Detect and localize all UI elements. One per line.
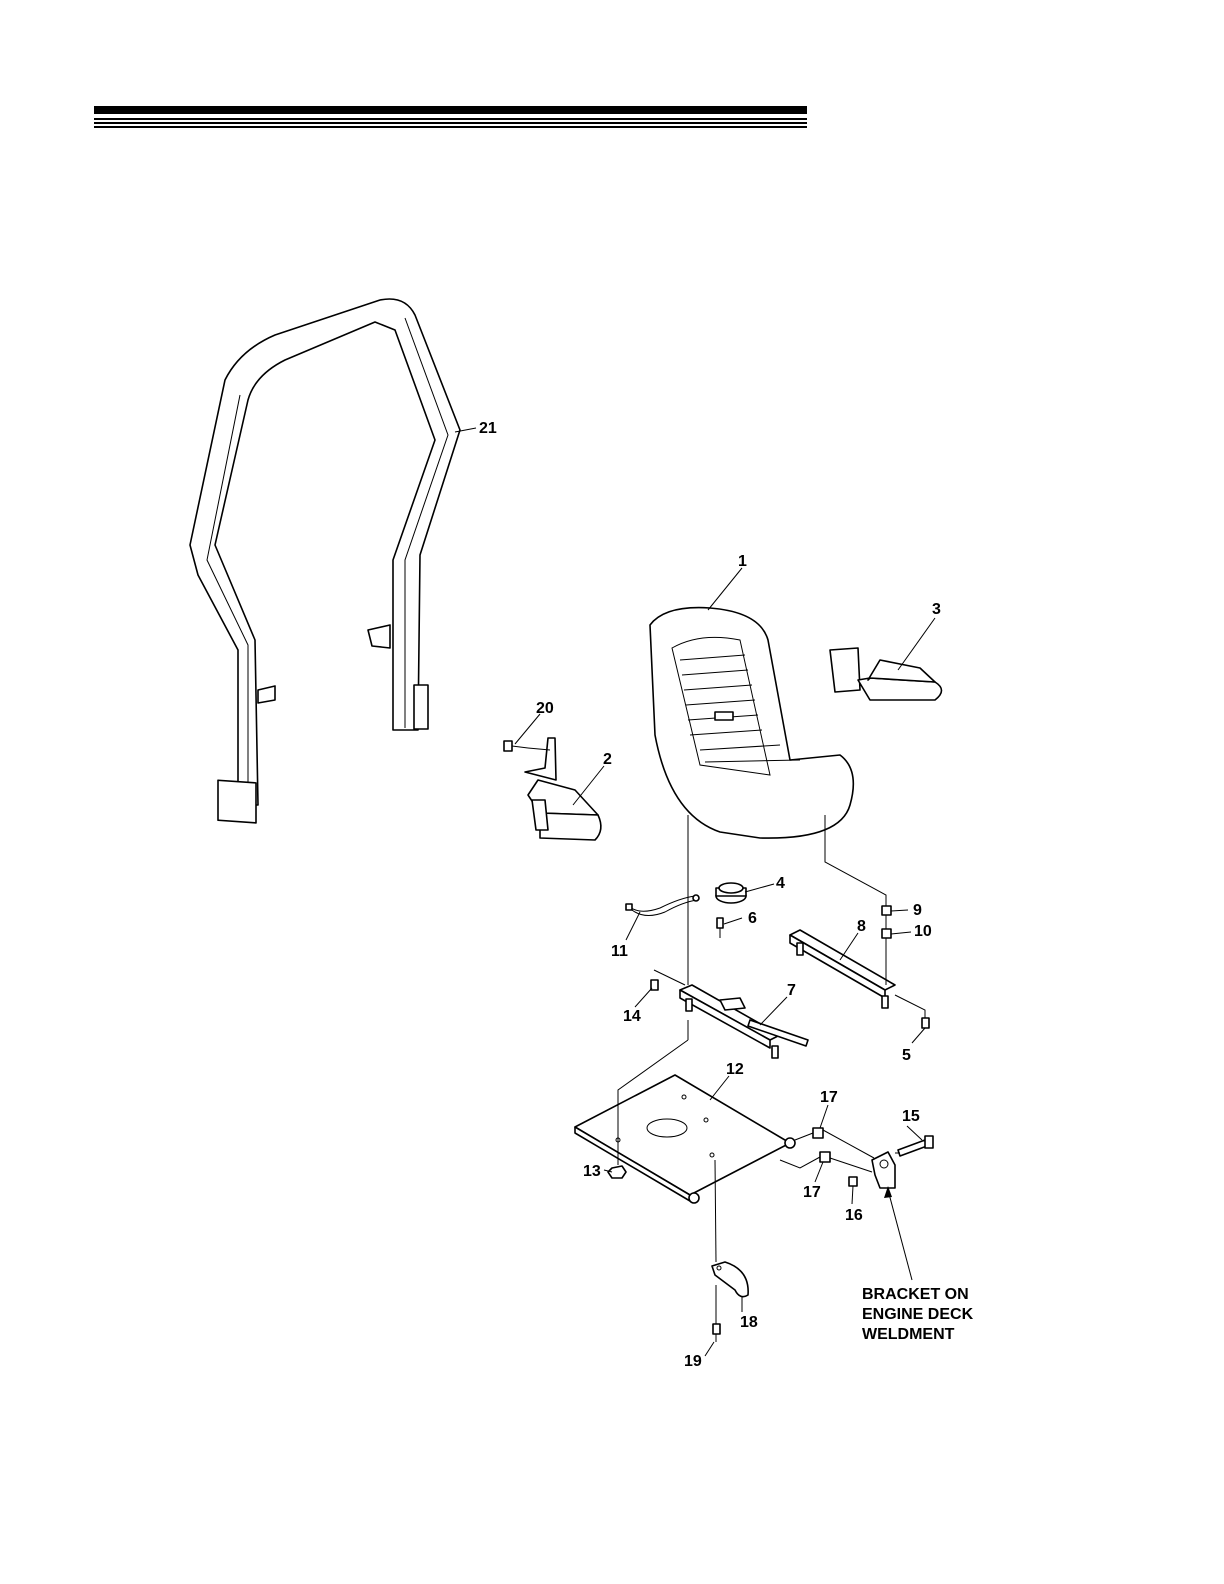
callout-16: 16 <box>845 1207 863 1224</box>
callout-15: 15 <box>902 1108 920 1125</box>
armrest-left <box>525 738 601 840</box>
bushing-17-lower <box>820 1152 830 1162</box>
callout-11: 11 <box>611 943 628 960</box>
bracket-note: BRACKET ON ENGINE DECK WELDMENT <box>862 1286 974 1343</box>
seat-switch <box>716 883 746 903</box>
note-line-3: WELDMENT <box>862 1326 955 1343</box>
callout-9: 9 <box>913 902 922 919</box>
bolt-20 <box>504 741 550 751</box>
pivot-pin-15 <box>898 1136 933 1156</box>
clip-16 <box>849 1177 857 1186</box>
callout-20: 20 <box>536 700 554 717</box>
seat-pan <box>575 1075 795 1203</box>
callout-6: 6 <box>748 910 757 927</box>
callout-5: 5 <box>902 1047 911 1064</box>
leader-lines <box>455 428 935 1356</box>
armrest-right <box>830 648 942 700</box>
callout-14: 14 <box>623 1008 641 1025</box>
bolt-5 <box>922 1018 929 1028</box>
pivot-bracket <box>872 1152 895 1188</box>
callout-3: 3 <box>932 601 941 618</box>
screw-6 <box>717 918 723 938</box>
note-line-1: BRACKET ON <box>862 1286 969 1303</box>
spacer-9 <box>882 906 891 915</box>
spacer-10 <box>882 929 891 938</box>
callout-19: 19 <box>684 1353 702 1370</box>
callout-21: 21 <box>479 420 497 437</box>
callout-8: 8 <box>857 918 866 935</box>
note-line-2: ENGINE DECK <box>862 1306 974 1323</box>
callout-13: 13 <box>583 1163 601 1180</box>
callouts: 1 2 3 4 5 6 7 8 9 10 11 12 13 14 15 16 1… <box>479 420 941 1370</box>
callout-1: 1 <box>738 553 747 570</box>
callout-17-lower: 17 <box>803 1184 821 1201</box>
callout-7: 7 <box>787 982 796 999</box>
seat-slide-right <box>790 930 895 1008</box>
bushing-17-upper <box>813 1128 823 1138</box>
callout-17-upper: 17 <box>820 1089 838 1106</box>
callout-4: 4 <box>776 875 785 892</box>
roll-bar <box>190 299 460 823</box>
callout-18: 18 <box>740 1314 758 1331</box>
seat-stop <box>712 1262 748 1297</box>
seat <box>650 608 853 838</box>
bolt-19 <box>713 1324 720 1342</box>
callout-12: 12 <box>726 1061 744 1078</box>
assembly-lines <box>618 815 925 1324</box>
callout-10: 10 <box>914 923 932 940</box>
callout-2: 2 <box>603 751 612 768</box>
